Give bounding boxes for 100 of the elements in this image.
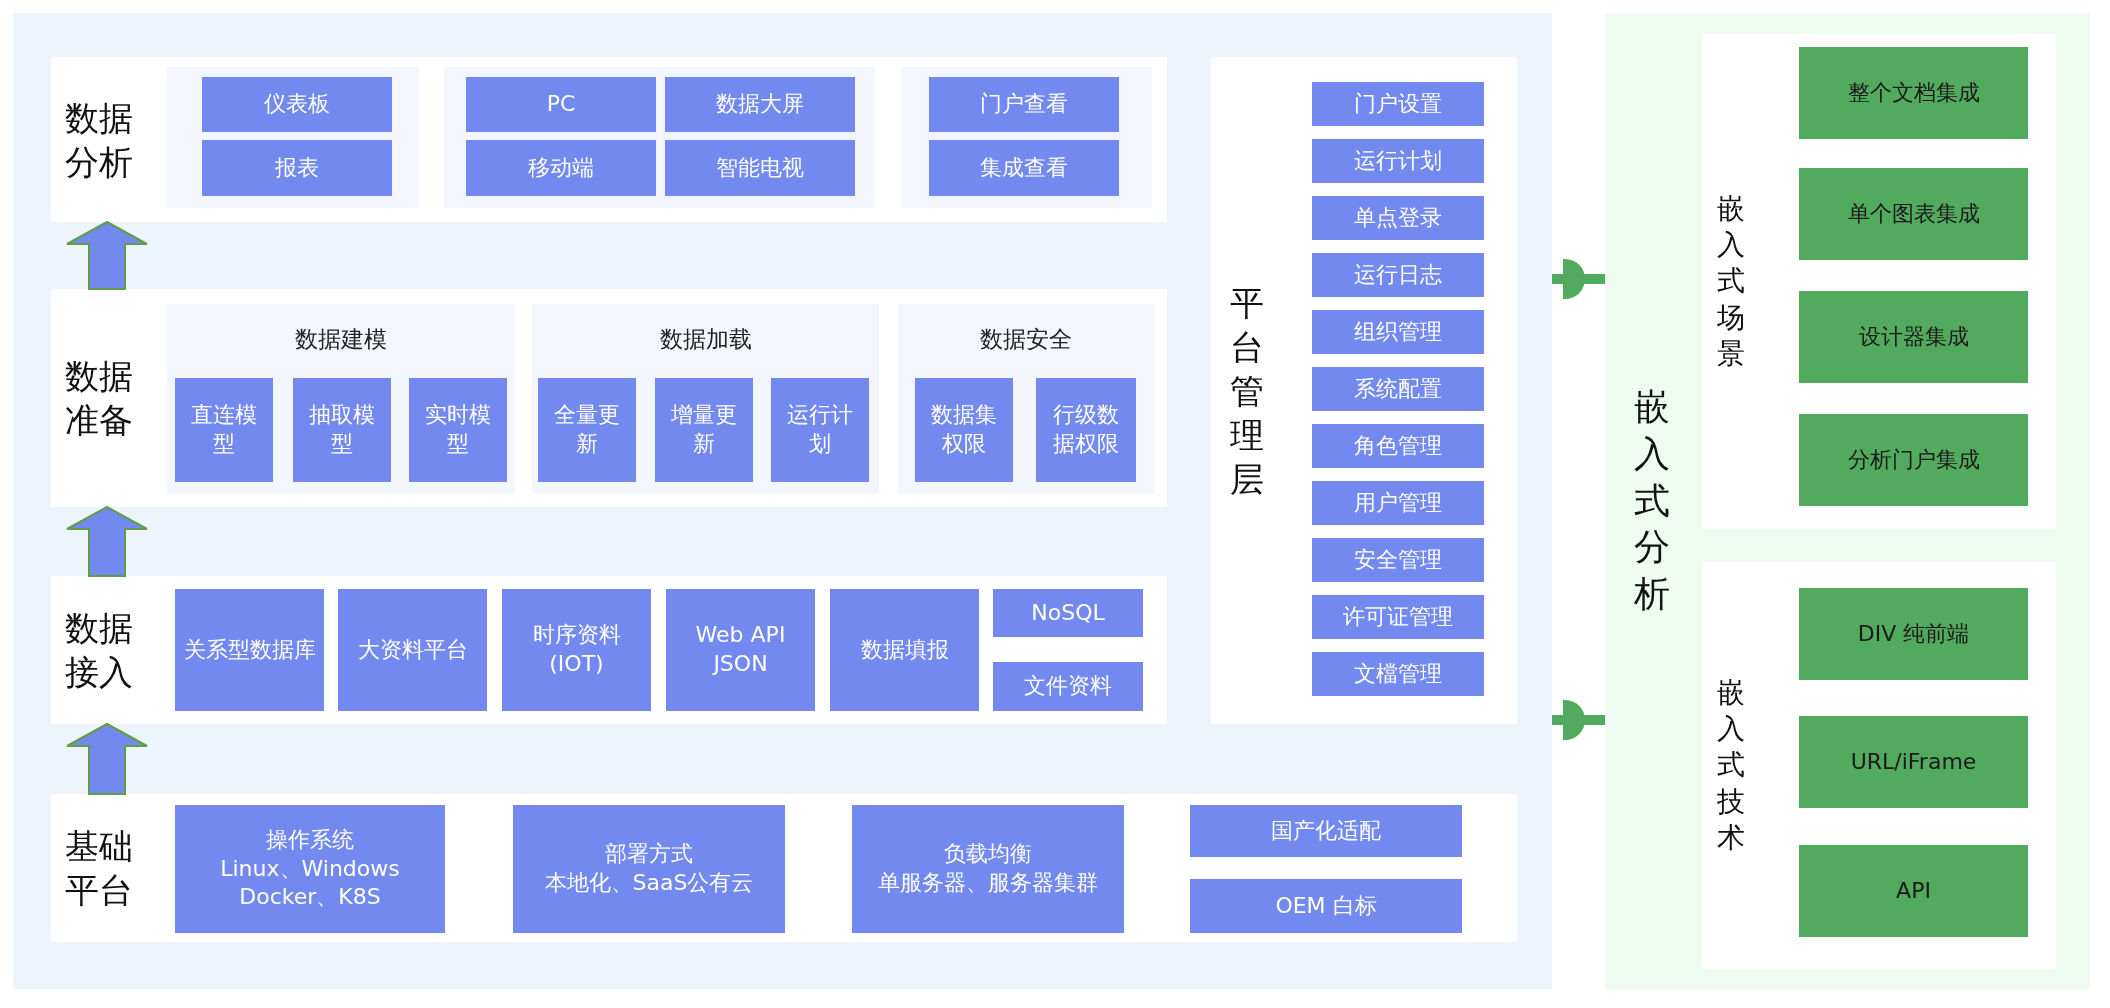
block-arrow <box>66 722 148 795</box>
group-title: 数据加载 <box>658 325 753 354</box>
module-box <box>1190 879 1462 933</box>
module-label: 时序资料 (IOT) <box>531 621 622 678</box>
group-panel <box>1702 562 2056 969</box>
block-arrow <box>66 220 148 290</box>
module-box <box>1312 652 1484 696</box>
module-box <box>1312 82 1484 126</box>
module-box <box>1312 196 1484 240</box>
module-box <box>1312 424 1484 468</box>
module-label: 移动端 <box>528 153 594 182</box>
group-title: 嵌入式场景 <box>1716 190 1746 373</box>
group-panel <box>898 304 1154 494</box>
module-label: 单个图表集成 <box>1847 199 1980 228</box>
panel-title: 嵌入式分析 <box>1633 385 1671 617</box>
module-label: 智能电视 <box>716 153 804 182</box>
module-label: 行级数据权限 <box>1052 401 1120 458</box>
module-box <box>1799 845 2028 937</box>
module-box <box>1190 805 1462 857</box>
module-label: 安全管理 <box>1354 545 1442 574</box>
module-label: Web API JSON <box>694 621 787 678</box>
module-box <box>338 589 487 711</box>
embed-panel <box>1605 13 2090 989</box>
group-panel <box>902 67 1152 208</box>
module-label: 操作系统 <box>266 826 354 855</box>
module-label: 本地化、SaaS公有云 <box>544 869 754 897</box>
module-box <box>1799 47 2028 139</box>
module-box <box>1312 595 1484 639</box>
module-box <box>852 805 1124 933</box>
module-box <box>293 378 391 482</box>
module-label: 数据集权限 <box>930 401 998 458</box>
group-title: 数据安全 <box>979 325 1073 354</box>
module-label: 数据填报 <box>860 635 949 664</box>
module-box <box>1312 139 1484 183</box>
module-box <box>1799 168 2028 260</box>
module-label: NoSQL <box>1031 598 1105 627</box>
module-label: 运行计划 <box>1354 146 1442 175</box>
module-label: 数据大屏 <box>716 90 804 119</box>
group-panel <box>1702 34 2056 529</box>
layer-panel <box>51 289 1167 507</box>
module-label: 部署方式 <box>605 840 693 869</box>
module-box <box>665 140 855 196</box>
group-panel <box>167 304 515 494</box>
module-label: 增量更新 <box>670 401 738 458</box>
module-box <box>175 378 273 482</box>
module-box <box>1312 538 1484 582</box>
module-box <box>175 589 324 711</box>
module-label: 门户查看 <box>980 90 1068 119</box>
module-box <box>409 378 507 482</box>
module-box <box>1312 253 1484 297</box>
module-box <box>993 589 1143 637</box>
module-label: 单服务器、服务器集群 <box>878 869 1098 897</box>
module-box <box>993 662 1143 711</box>
module-label: OEM 白标 <box>1275 891 1377 920</box>
module-label: 许可证管理 <box>1343 602 1453 631</box>
group-title: 数据建模 <box>294 325 388 354</box>
module-box <box>1036 378 1136 482</box>
module-label: 门户设置 <box>1354 89 1442 118</box>
module-label: API <box>1896 876 1931 905</box>
group-panel <box>532 304 879 494</box>
module-label: Linux、Windows Docker、K8S <box>219 854 401 912</box>
module-box <box>538 378 636 482</box>
module-box <box>929 77 1119 132</box>
module-box <box>502 589 651 711</box>
architecture-panel <box>13 13 1552 989</box>
module-box <box>1799 588 2028 680</box>
module-box <box>666 589 815 711</box>
layer-title: 数据接入 <box>65 606 134 694</box>
group-panel <box>444 67 875 208</box>
module-label: 系统配置 <box>1354 374 1442 403</box>
module-box <box>830 589 979 711</box>
module-box <box>771 378 869 482</box>
module-label: 仪表板 <box>264 90 330 119</box>
module-box <box>1312 367 1484 411</box>
module-label: 单点登录 <box>1354 203 1442 232</box>
layer-panel <box>51 794 1517 942</box>
module-box <box>1799 414 2028 506</box>
module-label: 文件资料 <box>1024 672 1112 701</box>
module-box <box>466 77 656 132</box>
module-box <box>175 805 445 933</box>
module-box <box>466 140 656 196</box>
group-panel <box>167 67 419 208</box>
layer-title: 平台管理层 <box>1229 281 1265 501</box>
module-label: 整个文档集成 <box>1847 78 1980 107</box>
module-label: 用户管理 <box>1354 488 1442 517</box>
module-label: 报表 <box>275 153 319 182</box>
module-box <box>915 378 1013 482</box>
module-label: DIV 纯前端 <box>1857 619 1970 648</box>
layer-panel <box>1211 57 1517 724</box>
module-label: 集成查看 <box>980 153 1068 182</box>
module-label: 负载均衡 <box>944 840 1032 869</box>
module-label: 文檔管理 <box>1354 659 1442 688</box>
module-label: 运行日志 <box>1354 260 1442 289</box>
module-box <box>929 140 1119 196</box>
module-label: 实时模型 <box>424 401 492 458</box>
module-box <box>1312 310 1484 354</box>
module-label: 分析门户集成 <box>1847 445 1980 474</box>
layer-panel <box>51 57 1167 222</box>
module-label: 运行计划 <box>786 401 854 458</box>
layer-title: 数据分析 <box>65 96 134 184</box>
